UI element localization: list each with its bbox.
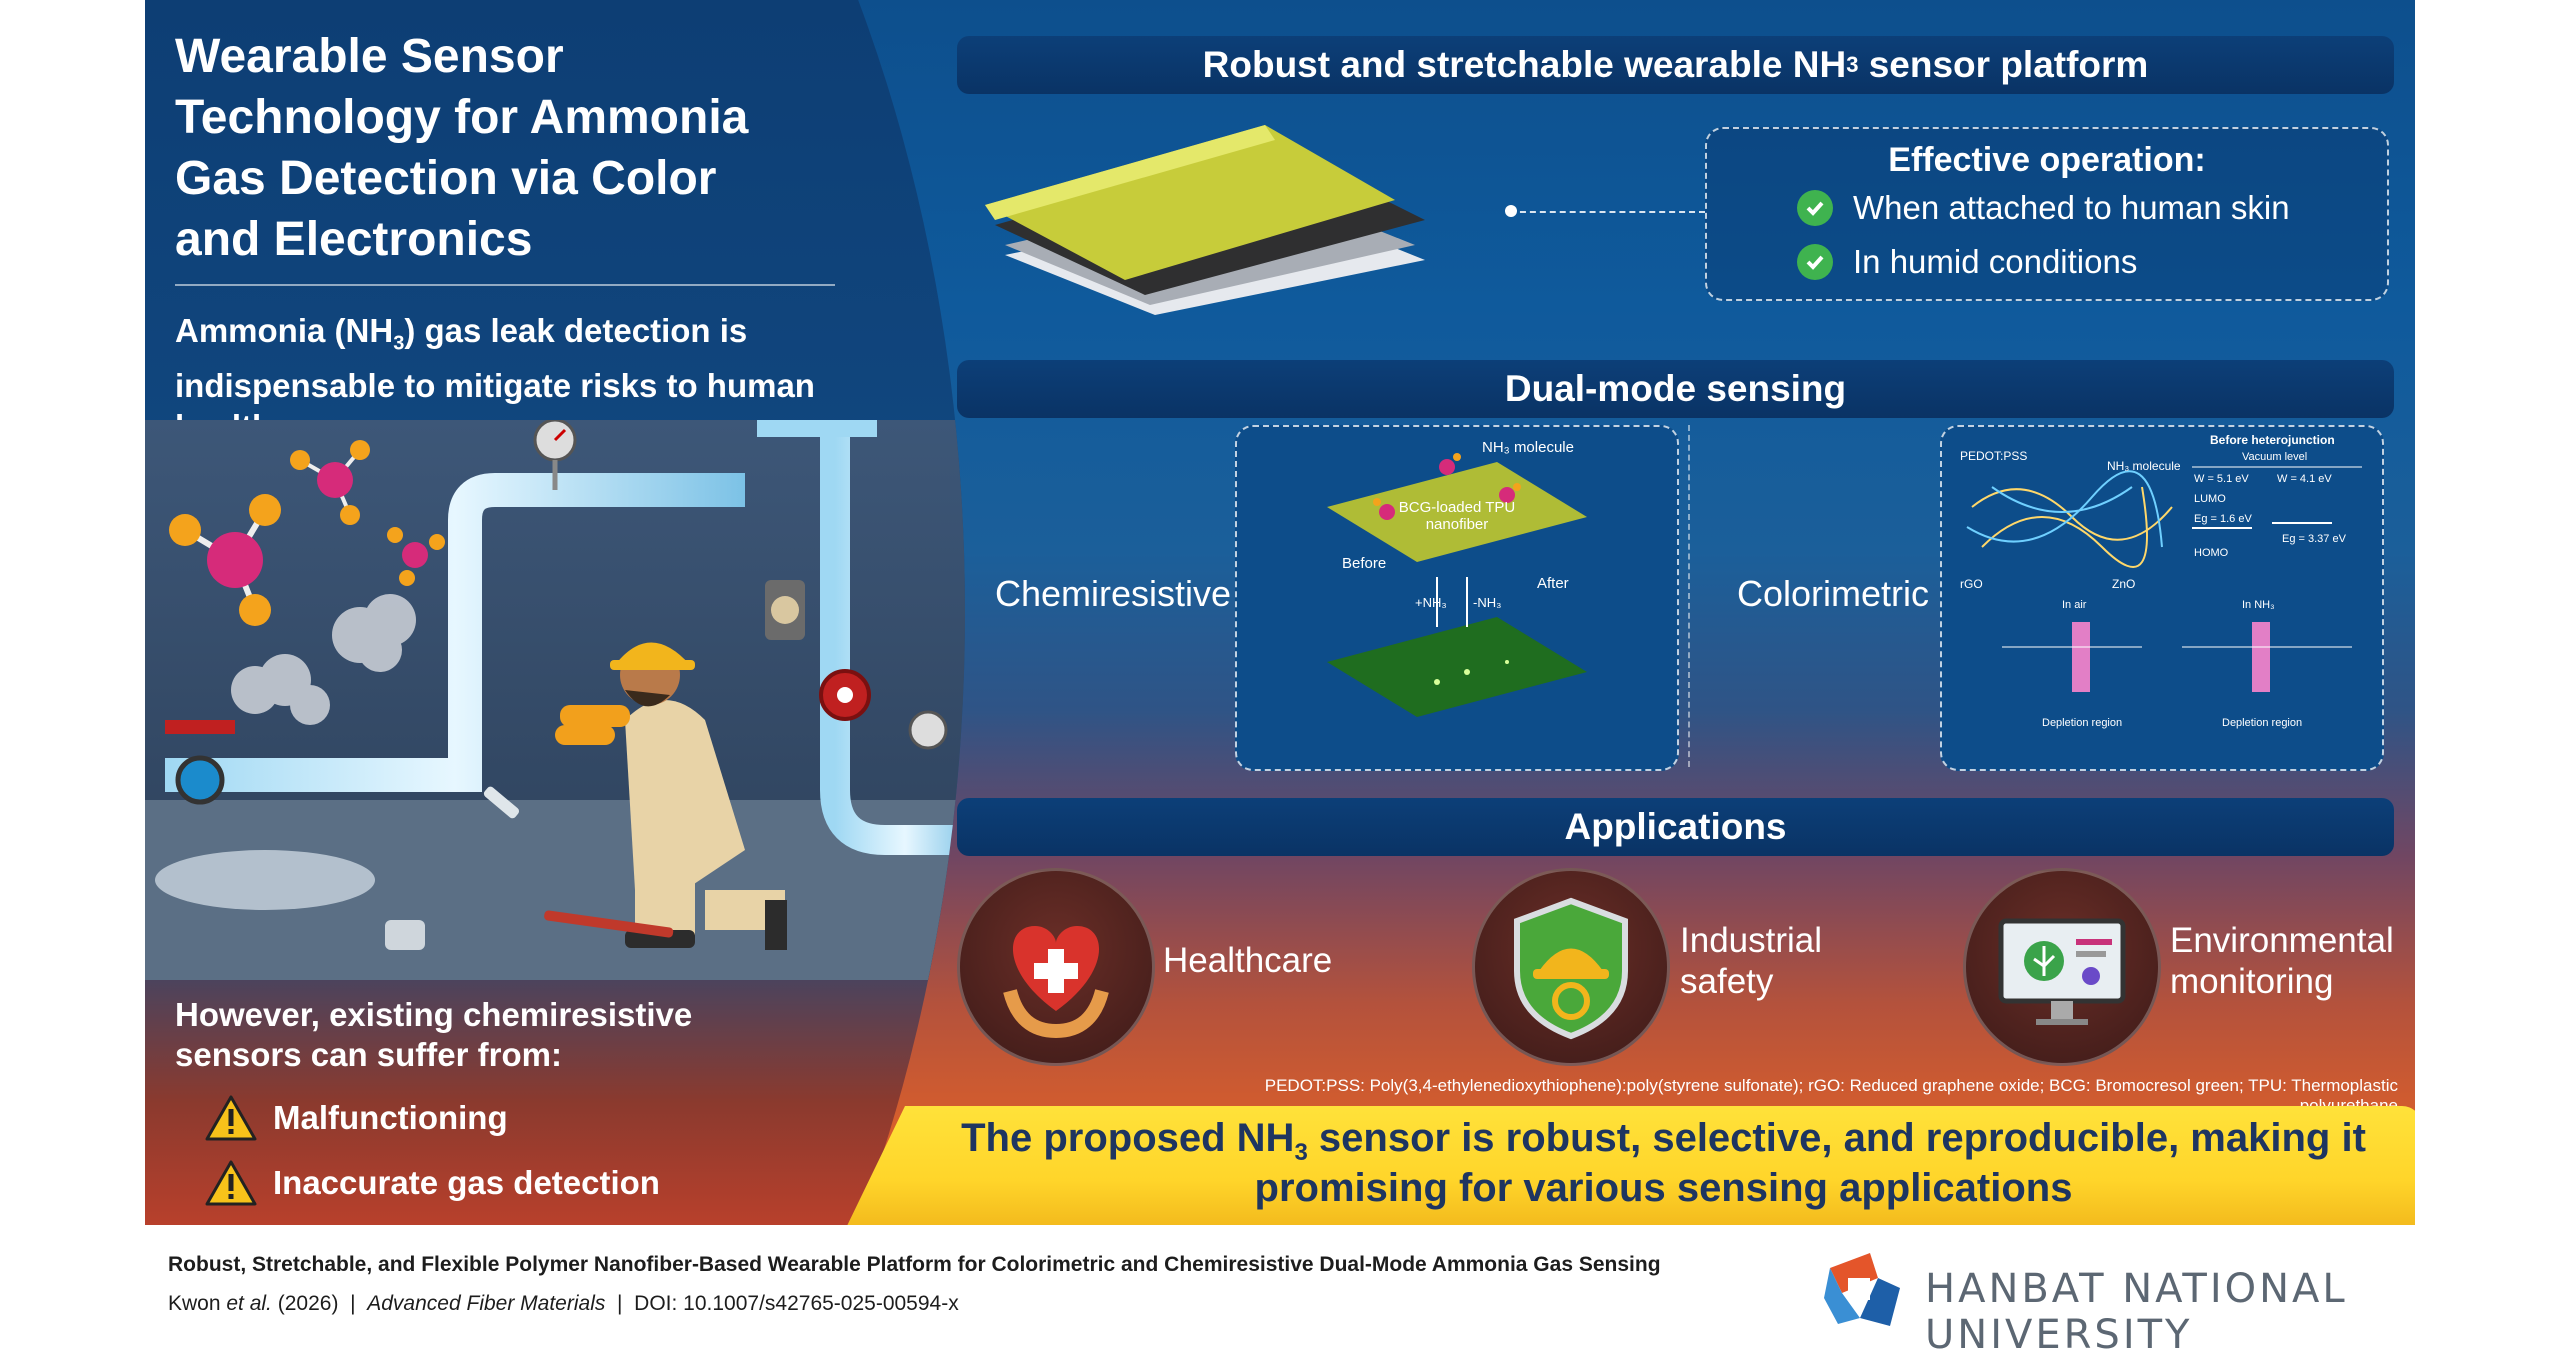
fig-before-hj-label: Before heterojunction — [2210, 433, 2335, 447]
colorimetric-label: Colorimetric — [1737, 573, 1930, 614]
fig-layer-label: BCG-loaded TPU nanofiber — [1398, 499, 1516, 533]
intro-subscript: 3 — [393, 332, 405, 355]
effective-item-label: In humid conditions — [1853, 243, 2138, 280]
bypass-pipe — [820, 420, 965, 855]
dual-mode-banner: Dual-mode sensing — [957, 360, 2394, 418]
problem-label: Malfunctioning — [273, 1099, 508, 1136]
left-panel: Wearable Sensor Technology for Ammonia G… — [145, 0, 965, 1225]
paper-title: Robust, Stretchable, and Flexible Polyme… — [168, 1253, 1661, 1276]
wrench-icon — [544, 910, 674, 938]
conclusion-line-2: promising for various sensing applicatio… — [1254, 1166, 2073, 1210]
heart-hands-icon — [1003, 926, 1109, 1039]
fig-pedot-label: PEDOT:PSS — [1960, 449, 2028, 463]
poster-title: Wearable Sensor Technology for Ammonia G… — [175, 30, 749, 266]
platform-title-prefix: Robust and stretchable wearable NH — [1202, 44, 1847, 85]
platform-title-sub: 3 — [1846, 52, 1859, 77]
fig-vacuum-label: Vacuum level — [2242, 451, 2308, 463]
industrial-safety-circle — [1472, 868, 1670, 1066]
fig-eg1-label: Eg = 1.6 eV — [2194, 513, 2252, 525]
conclusion-subscript: 3 — [1294, 1139, 1308, 1166]
citation-journal: Advanced Fiber Materials — [367, 1292, 606, 1315]
floor-puddle — [155, 850, 375, 910]
fig-rgo-label: rGO — [1960, 577, 1983, 591]
problem-malfunctioning: Malfunctioning — [205, 1095, 508, 1141]
fig-lumo-label: LUMO — [2194, 493, 2226, 505]
fig-before-label: Before — [1342, 555, 1387, 572]
nh3-molecule-icon — [290, 440, 370, 525]
gas-leak-scene-illustration — [145, 420, 965, 980]
healthcare-label: Healthcare — [1163, 941, 1333, 980]
main-pipe — [165, 473, 745, 792]
fig-molecule-label: NH₃ molecule — [1482, 439, 1574, 456]
fig-zno-label: ZnO — [2112, 577, 2136, 591]
fig-molecule-label: NH₃ molecule — [2107, 459, 2181, 473]
hardhat-shield-icon — [1514, 897, 1628, 1040]
chemiresistive-label: Chemiresistive — [995, 573, 1232, 614]
problem-label: Inaccurate gas detection — [273, 1164, 660, 1201]
effective-item: When attached to human skin — [1797, 189, 2290, 227]
warning-icon — [205, 1160, 257, 1206]
conclusion-banner: The proposed NH3 sensor is robust, selec… — [845, 1106, 2415, 1225]
environmental-monitoring-circle — [1963, 868, 2161, 1066]
effective-operation-box: Effective operation: When attached to hu… — [1705, 127, 2389, 301]
industrial-safety-label: Industrial safety — [1680, 921, 1823, 1001]
chemiresistive-figure: NH₃ molecule BCG-loaded TPU nanofiber Be… — [1235, 425, 1679, 771]
effective-item-label: When attached to human skin — [1853, 189, 2290, 226]
conclusion-suffix: sensor is robust, selective, and reprodu… — [1307, 1116, 2366, 1160]
nh3-molecule-small-icon — [387, 527, 445, 586]
pressure-gauge-2-icon — [908, 710, 948, 750]
citation-year: (2026) | — [271, 1292, 368, 1315]
citation-authors: Kwon — [168, 1292, 221, 1315]
university-logo-icon — [1824, 1253, 1900, 1326]
leader-line — [1510, 211, 1705, 213]
fig-in-nh3-label: In NH₃ — [2242, 599, 2275, 611]
citation-doi: | DOI: 10.1007/s42765-025-00594-x — [605, 1292, 959, 1315]
sensor-layer-stack-illustration — [985, 125, 1425, 315]
problem-inaccurate-detection: Inaccurate gas detection — [205, 1160, 660, 1206]
check-icon — [1797, 190, 1833, 226]
fig-in-air-label: In air — [2062, 599, 2087, 611]
check-icon — [1797, 244, 1833, 280]
fig-depletion-label: Depletion region — [2042, 717, 2123, 729]
handheld-sensor-icon — [483, 786, 520, 819]
worker-illustration — [555, 642, 787, 950]
conclusion-prefix: The proposed NH — [961, 1116, 1295, 1160]
colorimetric-figure: PEDOT:PSS NH₃ molecule Before heterojunc… — [1940, 425, 2384, 771]
fig-homo-label: HOMO — [2194, 547, 2229, 559]
infographic-poster: Wearable Sensor Technology for Ammonia G… — [145, 0, 2415, 1225]
however-text: However, existing chemiresistive sensors… — [175, 996, 693, 1073]
fig-depletion-label-2: Depletion region — [2222, 717, 2303, 729]
fig-eg2-label: Eg = 3.37 eV — [2282, 533, 2346, 545]
effective-heading: Effective operation: — [1888, 141, 2206, 179]
platform-title-suffix: sensor platform — [1858, 44, 2149, 85]
nh3-molecule-large-icon — [169, 494, 281, 626]
fig-minus-label: -NH₃ — [1473, 595, 1502, 610]
fig-after-label: After — [1537, 575, 1569, 592]
monitor-leaf-icon — [1998, 918, 2126, 1025]
healthcare-circle — [957, 868, 1155, 1066]
applications-banner: Applications — [957, 798, 2394, 856]
effective-item: In humid conditions — [1797, 243, 2137, 281]
fig-w2-label: W = 4.1 eV — [2277, 473, 2332, 485]
title-divider — [175, 284, 835, 286]
fig-plus-label: +NH₃ — [1415, 595, 1447, 610]
warning-icon — [205, 1095, 257, 1141]
pipe-joint — [757, 420, 877, 437]
gas-cloud-icon — [231, 594, 416, 725]
university-name: HANBAT NATIONAL UNIVERSITY — [1925, 1266, 2348, 1358]
citation: Kwon et al. (2026) | Advanced Fiber Mate… — [168, 1292, 959, 1316]
fig-w1-label: W = 5.1 eV — [2194, 473, 2249, 485]
intro-prefix: Ammonia (NH — [175, 312, 394, 349]
environmental-monitoring-label: Environmental monitoring — [2170, 921, 2394, 1001]
conclusion-line-1: The proposed NH3 sensor is robust, selec… — [905, 1116, 2415, 1167]
leak-valve-icon — [175, 755, 225, 805]
mode-divider — [1688, 425, 1690, 767]
gas-detector-icon — [385, 920, 425, 950]
citation-etal: et al. — [220, 1292, 272, 1315]
